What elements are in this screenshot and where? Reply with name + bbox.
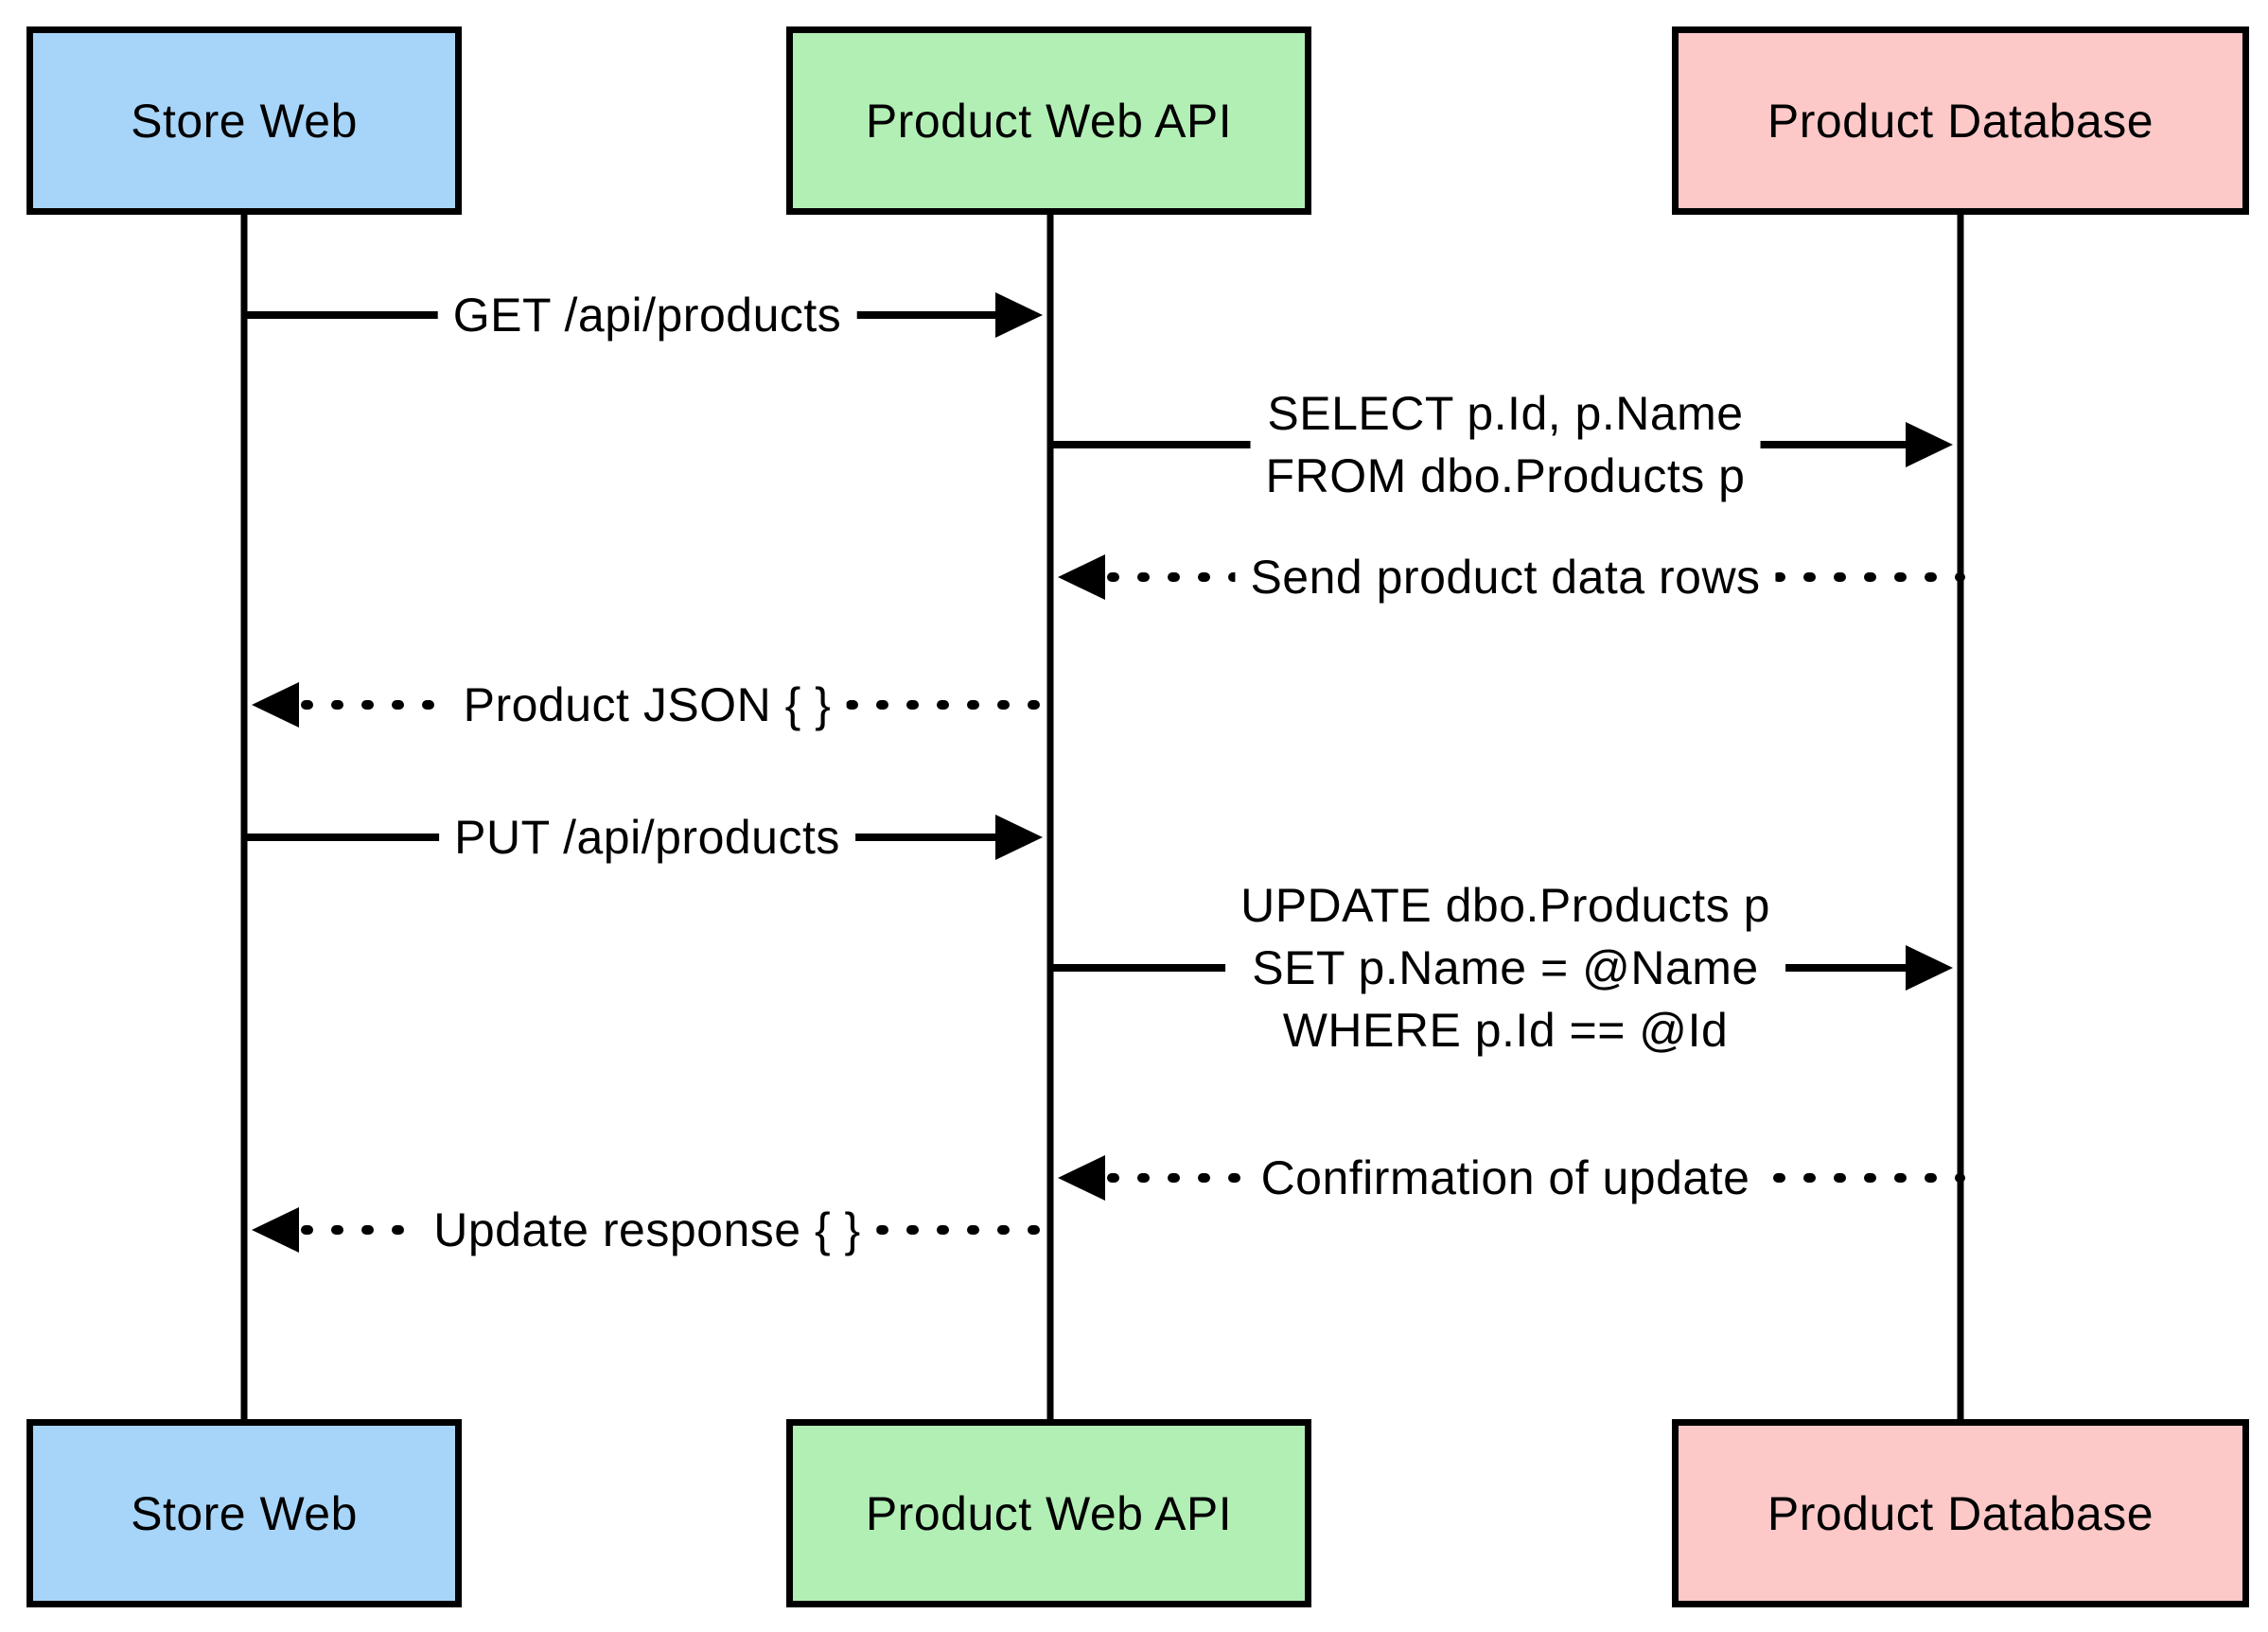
participant-label: Product Database (1767, 1486, 2154, 1540)
participant-product-web-api-top: Product Web API (786, 26, 1311, 215)
arrowhead-left-icon (252, 1207, 299, 1253)
participant-product-web-api-bottom: Product Web API (786, 1419, 1311, 1607)
arrowhead-left-icon (1058, 1155, 1105, 1201)
message-label-select: SELECT p.Id, p.Name FROM dbo.Products p (1250, 380, 1761, 509)
message-label-confirmation-of-update: Confirmation of update (1245, 1145, 1766, 1211)
message-label-update: UPDATE dbo.Products p SET p.Name = @Name… (1225, 872, 1785, 1063)
arrowhead-left-icon (252, 682, 299, 728)
arrowhead-left-icon (1058, 554, 1105, 600)
message-label-put-api-products: PUT /api/products (439, 804, 855, 870)
message-label-update-response: Update response { } (418, 1197, 876, 1263)
participant-label: Product Web API (865, 94, 1233, 148)
arrowhead-right-icon (1906, 945, 1953, 991)
participant-store-web-top: Store Web (26, 26, 462, 215)
arrowhead-right-icon (1906, 422, 1953, 467)
participant-product-database-top: Product Database (1672, 26, 2249, 215)
participant-label: Store Web (131, 94, 358, 148)
message-label-product-json: Product JSON { } (448, 672, 847, 738)
message-label-send-product-data-rows: Send product data rows (1235, 544, 1776, 610)
participant-label: Store Web (131, 1486, 358, 1540)
participant-store-web-bottom: Store Web (26, 1419, 462, 1607)
message-label-get-api-products: GET /api/products (437, 282, 857, 348)
participant-label: Product Web API (865, 1486, 1233, 1540)
arrowhead-right-icon (995, 815, 1043, 860)
participant-label: Product Database (1767, 94, 2154, 148)
arrowhead-right-icon (995, 292, 1043, 338)
participant-product-database-bottom: Product Database (1672, 1419, 2249, 1607)
